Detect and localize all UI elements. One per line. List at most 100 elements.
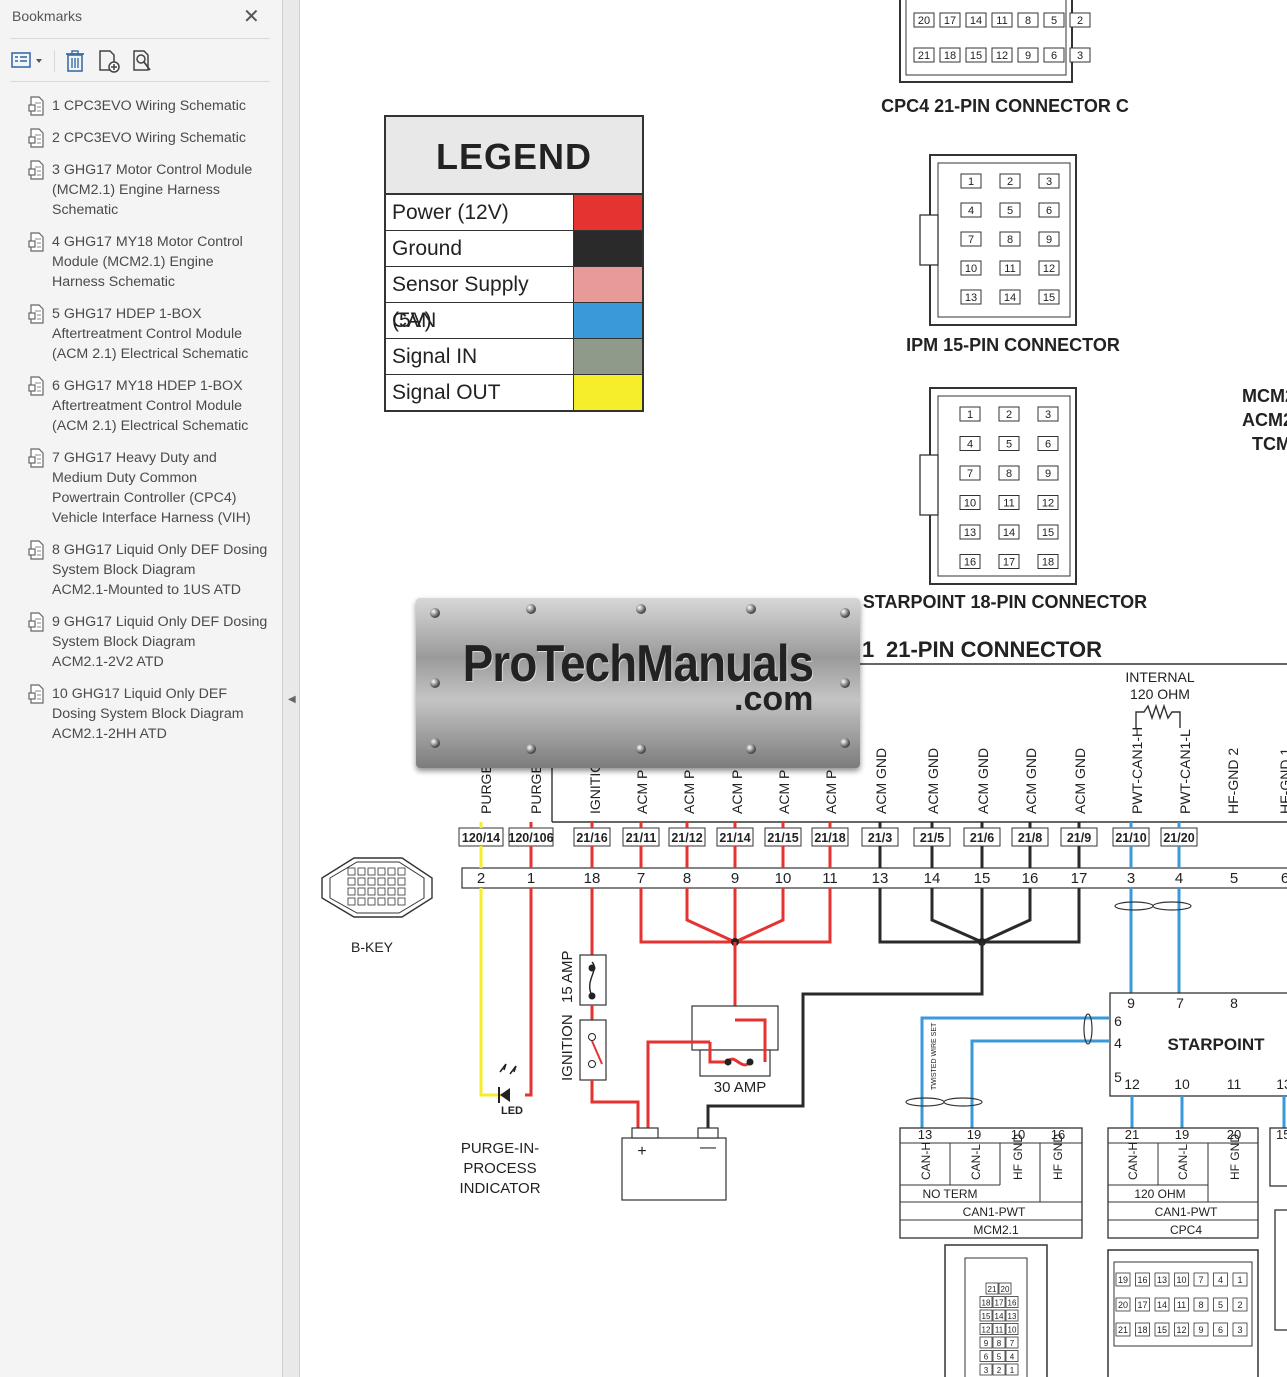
pin-tag-label: 120/14 xyxy=(462,831,500,845)
ipm-pin: 5 xyxy=(1007,205,1013,217)
pin-cell xyxy=(1038,173,1060,189)
bookmark-item[interactable]: 1 CPC3EVO Wiring Schematic xyxy=(0,96,282,116)
cpc4-pin: 3 xyxy=(1077,50,1083,62)
signal-label: ACM GND xyxy=(925,748,941,814)
bookmark-item[interactable]: 10 GHG17 Liquid Only DEF Dosing System B… xyxy=(0,684,282,744)
pin-number: 6 xyxy=(1281,870,1287,887)
bookmark-item[interactable]: 5 GHG17 HDEP 1-BOX Aftertreatment Contro… xyxy=(0,304,282,364)
bolt-icon xyxy=(840,738,850,748)
pin-number: 7 xyxy=(637,870,645,887)
pin-cell xyxy=(1135,1297,1150,1312)
pin-cell xyxy=(1043,47,1065,63)
pin-cell xyxy=(999,202,1021,218)
internal-resistor-value: 120 OHM xyxy=(1130,686,1190,702)
ipm-pin: 2 xyxy=(1007,176,1013,188)
bolt-icon xyxy=(526,604,536,614)
wire xyxy=(735,1018,767,1062)
pin-cell xyxy=(992,1296,1006,1308)
signal-label: ACM P xyxy=(681,770,697,814)
pin-tag-label: 21/9 xyxy=(1067,831,1091,845)
cpc-bottom-pin: 13 xyxy=(1157,1275,1167,1285)
ignition-label: IGNITION xyxy=(559,1014,576,1081)
pin-cell xyxy=(959,465,981,481)
pin-cell xyxy=(913,47,935,63)
find-bookmark-icon[interactable] xyxy=(130,48,156,74)
starpoint-pin: 7 xyxy=(1176,995,1184,1011)
options-icon[interactable] xyxy=(10,48,42,74)
panel-splitter[interactable]: ◀ xyxy=(282,0,300,1377)
bookmark-icon xyxy=(28,448,46,468)
bookmark-label: 7 GHG17 Heavy Duty and Medium Duty Commo… xyxy=(52,450,251,526)
pin-cell xyxy=(992,1336,1006,1349)
cpc4-pin: 9 xyxy=(1025,50,1031,62)
mcm-name: MCM2.1 xyxy=(973,1223,1019,1237)
cpc-bottom-pin: 14 xyxy=(1157,1300,1167,1310)
pin-cell xyxy=(1213,1322,1228,1337)
bolt-icon xyxy=(526,744,536,754)
pin-cell xyxy=(1232,1322,1248,1337)
bookmark-item[interactable]: 9 GHG17 Liquid Only DEF Dosing System Bl… xyxy=(0,612,282,672)
mcm-bottom-pin: 2 xyxy=(997,1366,1002,1375)
bolt-icon xyxy=(430,678,440,688)
bookmark-icon xyxy=(28,612,46,632)
cpc-bottom-pin: 15 xyxy=(1157,1325,1167,1335)
new-bookmark-icon[interactable] xyxy=(96,48,122,74)
pin-cell xyxy=(1115,1322,1131,1337)
cpc-signal: CAN-H xyxy=(1126,1142,1140,1180)
pin-cell xyxy=(998,1282,1012,1295)
pin-number: 8 xyxy=(683,870,691,887)
pin-cell xyxy=(979,1323,993,1335)
starpoint-pin: 6 xyxy=(1045,439,1051,451)
bookmark-item[interactable]: 6 GHG17 MY18 HDEP 1-BOX Aftertreatment C… xyxy=(0,376,282,436)
can-high-wire xyxy=(920,1016,1110,1128)
legend-swatch xyxy=(574,267,642,302)
bolt-icon xyxy=(430,738,440,748)
pin-cell xyxy=(991,12,1013,28)
pin-cell xyxy=(992,1363,1006,1376)
mcm-bottom-pin: 5 xyxy=(997,1353,1002,1362)
close-icon[interactable]: ✕ xyxy=(243,6,260,28)
mcm-signal: HF GND xyxy=(1011,1134,1025,1180)
delete-bookmark-icon[interactable] xyxy=(62,48,88,74)
switch-terminal xyxy=(588,1060,596,1068)
legend-label: Signal IN xyxy=(386,339,574,374)
pin-cell xyxy=(998,465,1020,481)
bolt-icon xyxy=(840,678,850,688)
pin-number: 18 xyxy=(584,870,601,887)
signal-label: ACM GND xyxy=(1023,748,1039,814)
bookmark-item[interactable]: 4 GHG17 MY18 Motor Control Module (MCM2.… xyxy=(0,232,282,292)
pin-cell xyxy=(1037,524,1059,540)
cpc4-pin: 15 xyxy=(970,50,982,62)
starpoint-pin: 8 xyxy=(1006,468,1012,480)
bookmark-item[interactable]: 2 CPC3EVO Wiring Schematic xyxy=(0,128,282,148)
connector-title: 21-PIN CONNECTOR xyxy=(886,637,1102,662)
bookmark-item[interactable]: 3 GHG17 Motor Control Module (MCM2.1) En… xyxy=(0,160,282,220)
bkey-pin xyxy=(347,867,356,876)
bkey-pin xyxy=(377,877,386,886)
cpc4-pin: 11 xyxy=(996,15,1007,27)
pin-cell xyxy=(1232,1272,1248,1287)
pin-cell xyxy=(999,260,1021,276)
pin-cell xyxy=(1017,12,1039,28)
cpc4-connector-inner xyxy=(905,0,1067,76)
pin-number: 3 xyxy=(1127,870,1135,887)
collapse-arrow-icon[interactable]: ◀ xyxy=(288,694,296,705)
cpc-bottom-pin: 9 xyxy=(1198,1325,1203,1335)
bookmark-item[interactable]: 7 GHG17 Heavy Duty and Medium Duty Commo… xyxy=(0,448,282,528)
cpc-name: CPC4 xyxy=(1170,1223,1202,1237)
legend-label: CAN xyxy=(386,303,574,338)
bkey-pin xyxy=(357,877,366,886)
pin-tag-label: 21/3 xyxy=(868,831,892,845)
legend-swatch xyxy=(574,303,642,338)
pin-cell xyxy=(1135,1272,1150,1287)
ipm-pin: 8 xyxy=(1007,234,1013,246)
indicator-label: PURGE-IN- xyxy=(461,1140,539,1157)
pin-cell xyxy=(1154,1272,1170,1287)
signal-label: ACM GND xyxy=(975,748,991,814)
bookmark-item[interactable]: 8 GHG17 Liquid Only DEF Dosing System Bl… xyxy=(0,540,282,600)
legend-row: Ground xyxy=(386,231,642,267)
pin-cell xyxy=(1193,1272,1209,1287)
cpc-bottom-pin: 5 xyxy=(1218,1300,1223,1310)
starpoint-pin: 13 xyxy=(964,527,976,539)
ipm-pin: 14 xyxy=(1004,292,1016,304)
